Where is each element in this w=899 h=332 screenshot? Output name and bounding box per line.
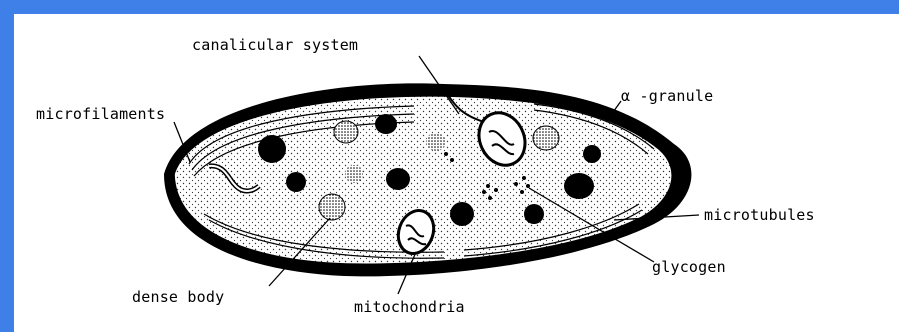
label-microfilaments: microfilaments (36, 105, 165, 123)
label-alpha-granule: α -granule (621, 87, 713, 105)
platelet-diagram (14, 14, 899, 332)
label-microtubules: microtubules (704, 206, 815, 224)
diagram-panel: canalicular system α -granule microfilam… (14, 14, 899, 332)
label-glycogen: glycogen (652, 258, 726, 276)
label-dense-body: dense body (132, 288, 224, 306)
label-canalicular-system: canalicular system (192, 36, 358, 54)
label-mitochondria: mitochondria (354, 298, 465, 316)
